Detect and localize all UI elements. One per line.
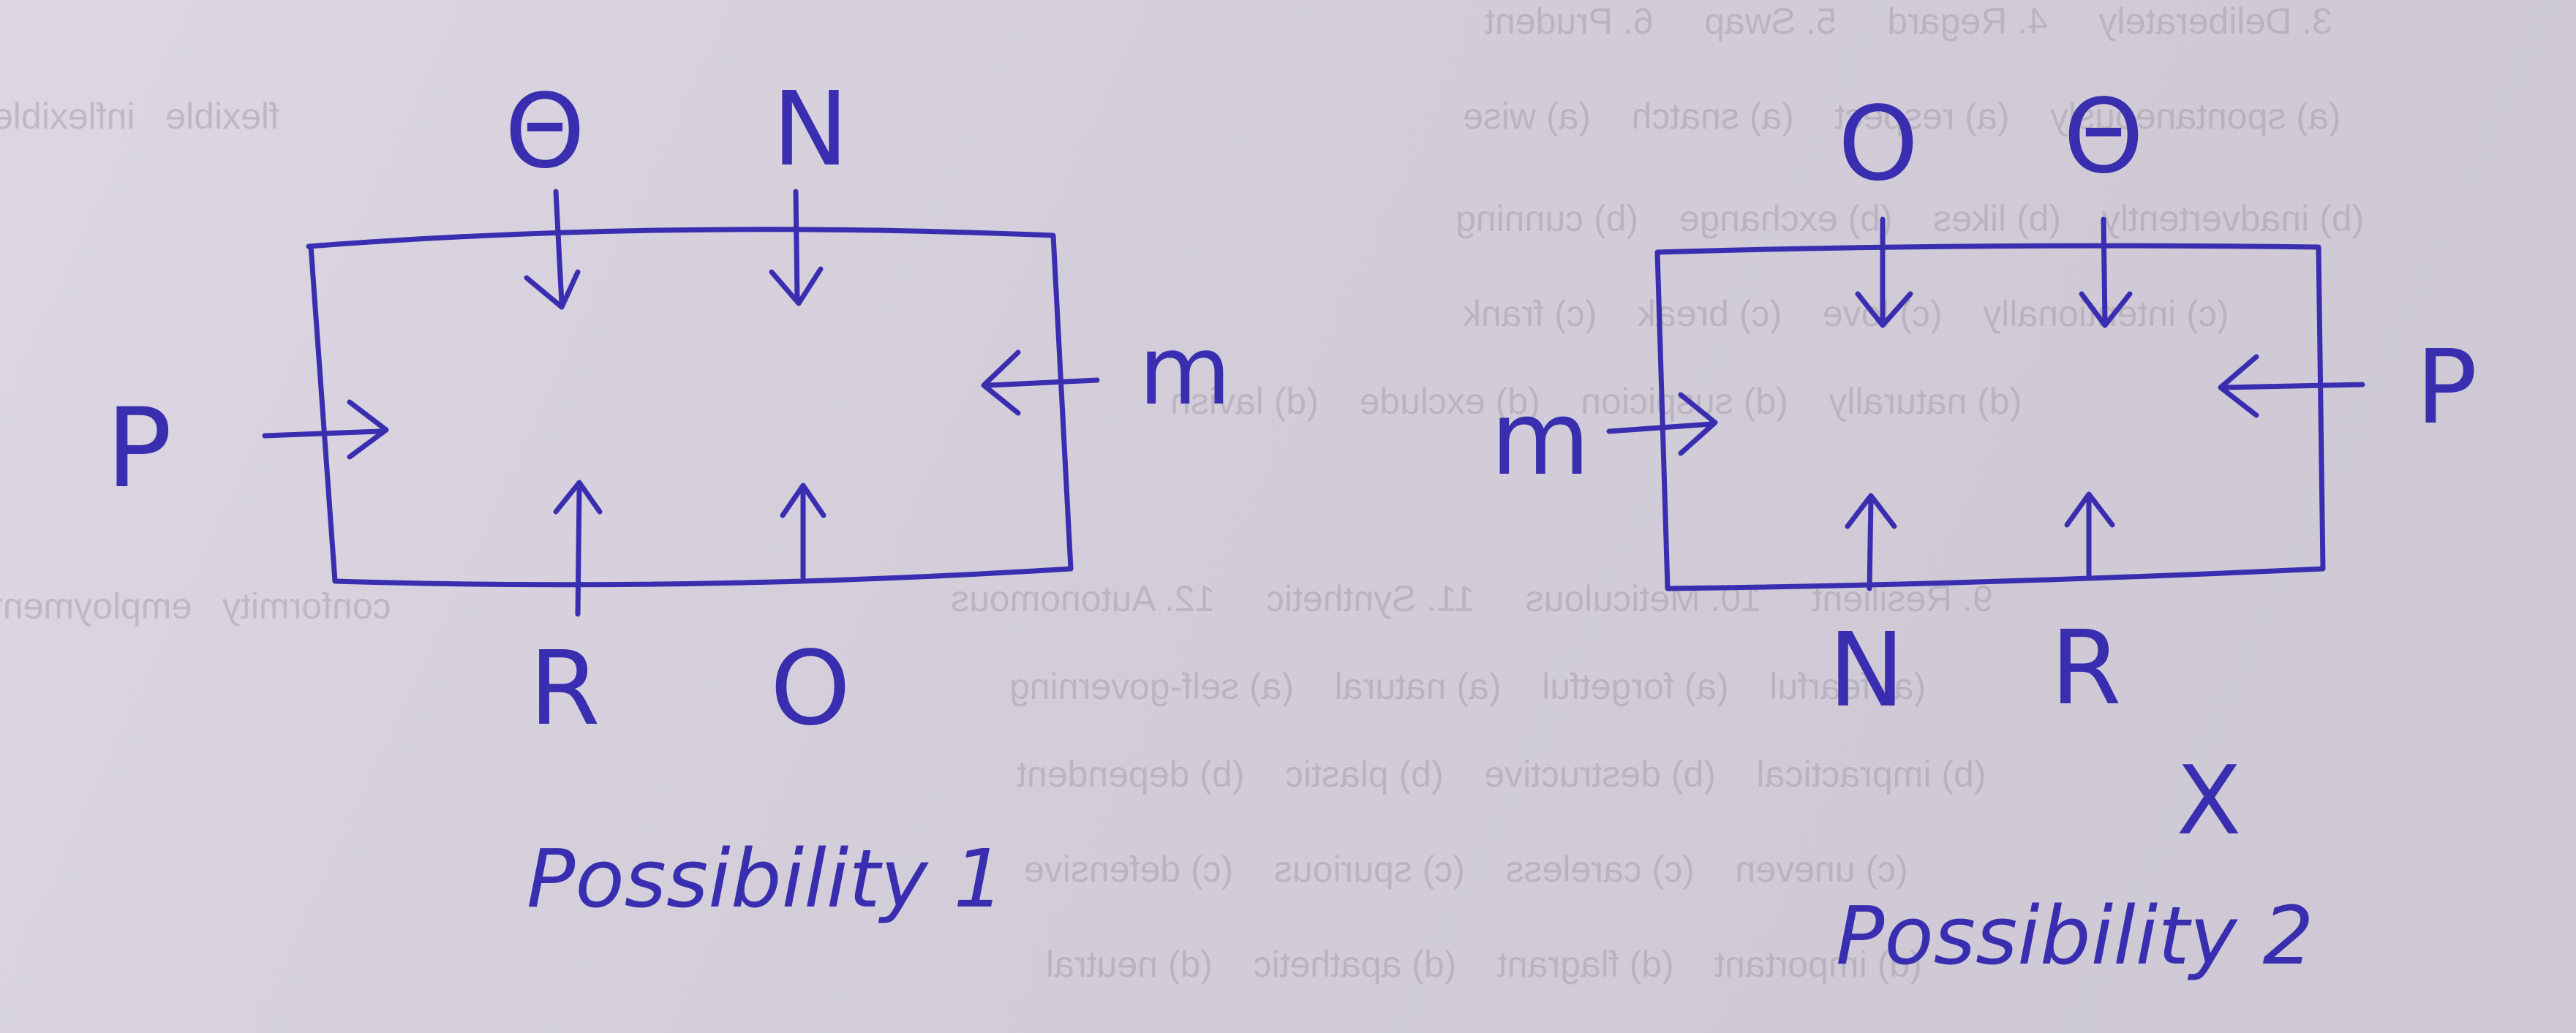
p2-cross-mark: X [2176, 745, 2241, 856]
p1-label-bottom-left: R [529, 629, 600, 749]
p2-arrow-left [1606, 392, 1718, 456]
p2-arrow-right [2218, 354, 2365, 418]
p2-caption: Possibility 2 [1836, 889, 2314, 983]
p2-arrow-bottom-left [1845, 493, 1897, 591]
p2-label-right: P [2416, 328, 2477, 447]
p1-arrow-left [262, 399, 389, 460]
p1-caption: Possibility 1 [527, 832, 1005, 926]
p1-arrow-right [981, 349, 1100, 416]
p1-label-top-left: Θ [505, 72, 585, 192]
p2-label-left: m [1491, 379, 1590, 499]
p1-arrow-top-right [769, 189, 824, 306]
possibility-2: O Θ m P N R X Possibility 2 [1491, 77, 2477, 983]
p2-label-top-right: Θ [2063, 77, 2144, 197]
p1-label-right: m [1139, 315, 1232, 426]
possibility-1: Θ N P m R O Possibility 1 [106, 70, 1232, 926]
p2-table-rectangle [1654, 243, 2326, 591]
p1-label-left: P [106, 385, 172, 512]
p1-arrow-bottom-right [780, 483, 826, 580]
p1-arrow-top-left [524, 189, 581, 310]
p2-arrow-top-right [2079, 216, 2133, 328]
p2-arrow-bottom-right [2064, 491, 2115, 580]
p2-label-bottom-left: N [1829, 611, 1905, 730]
p1-arrow-bottom-left [553, 480, 603, 617]
p2-arrow-top-left [1855, 216, 1913, 328]
p1-label-top-right: N [772, 70, 849, 189]
p2-label-top-left: O [1838, 85, 1918, 204]
p1-label-bottom-right: O [770, 629, 851, 749]
p2-label-bottom-right: R [2050, 609, 2121, 728]
p1-table-rectangle [306, 227, 1074, 588]
